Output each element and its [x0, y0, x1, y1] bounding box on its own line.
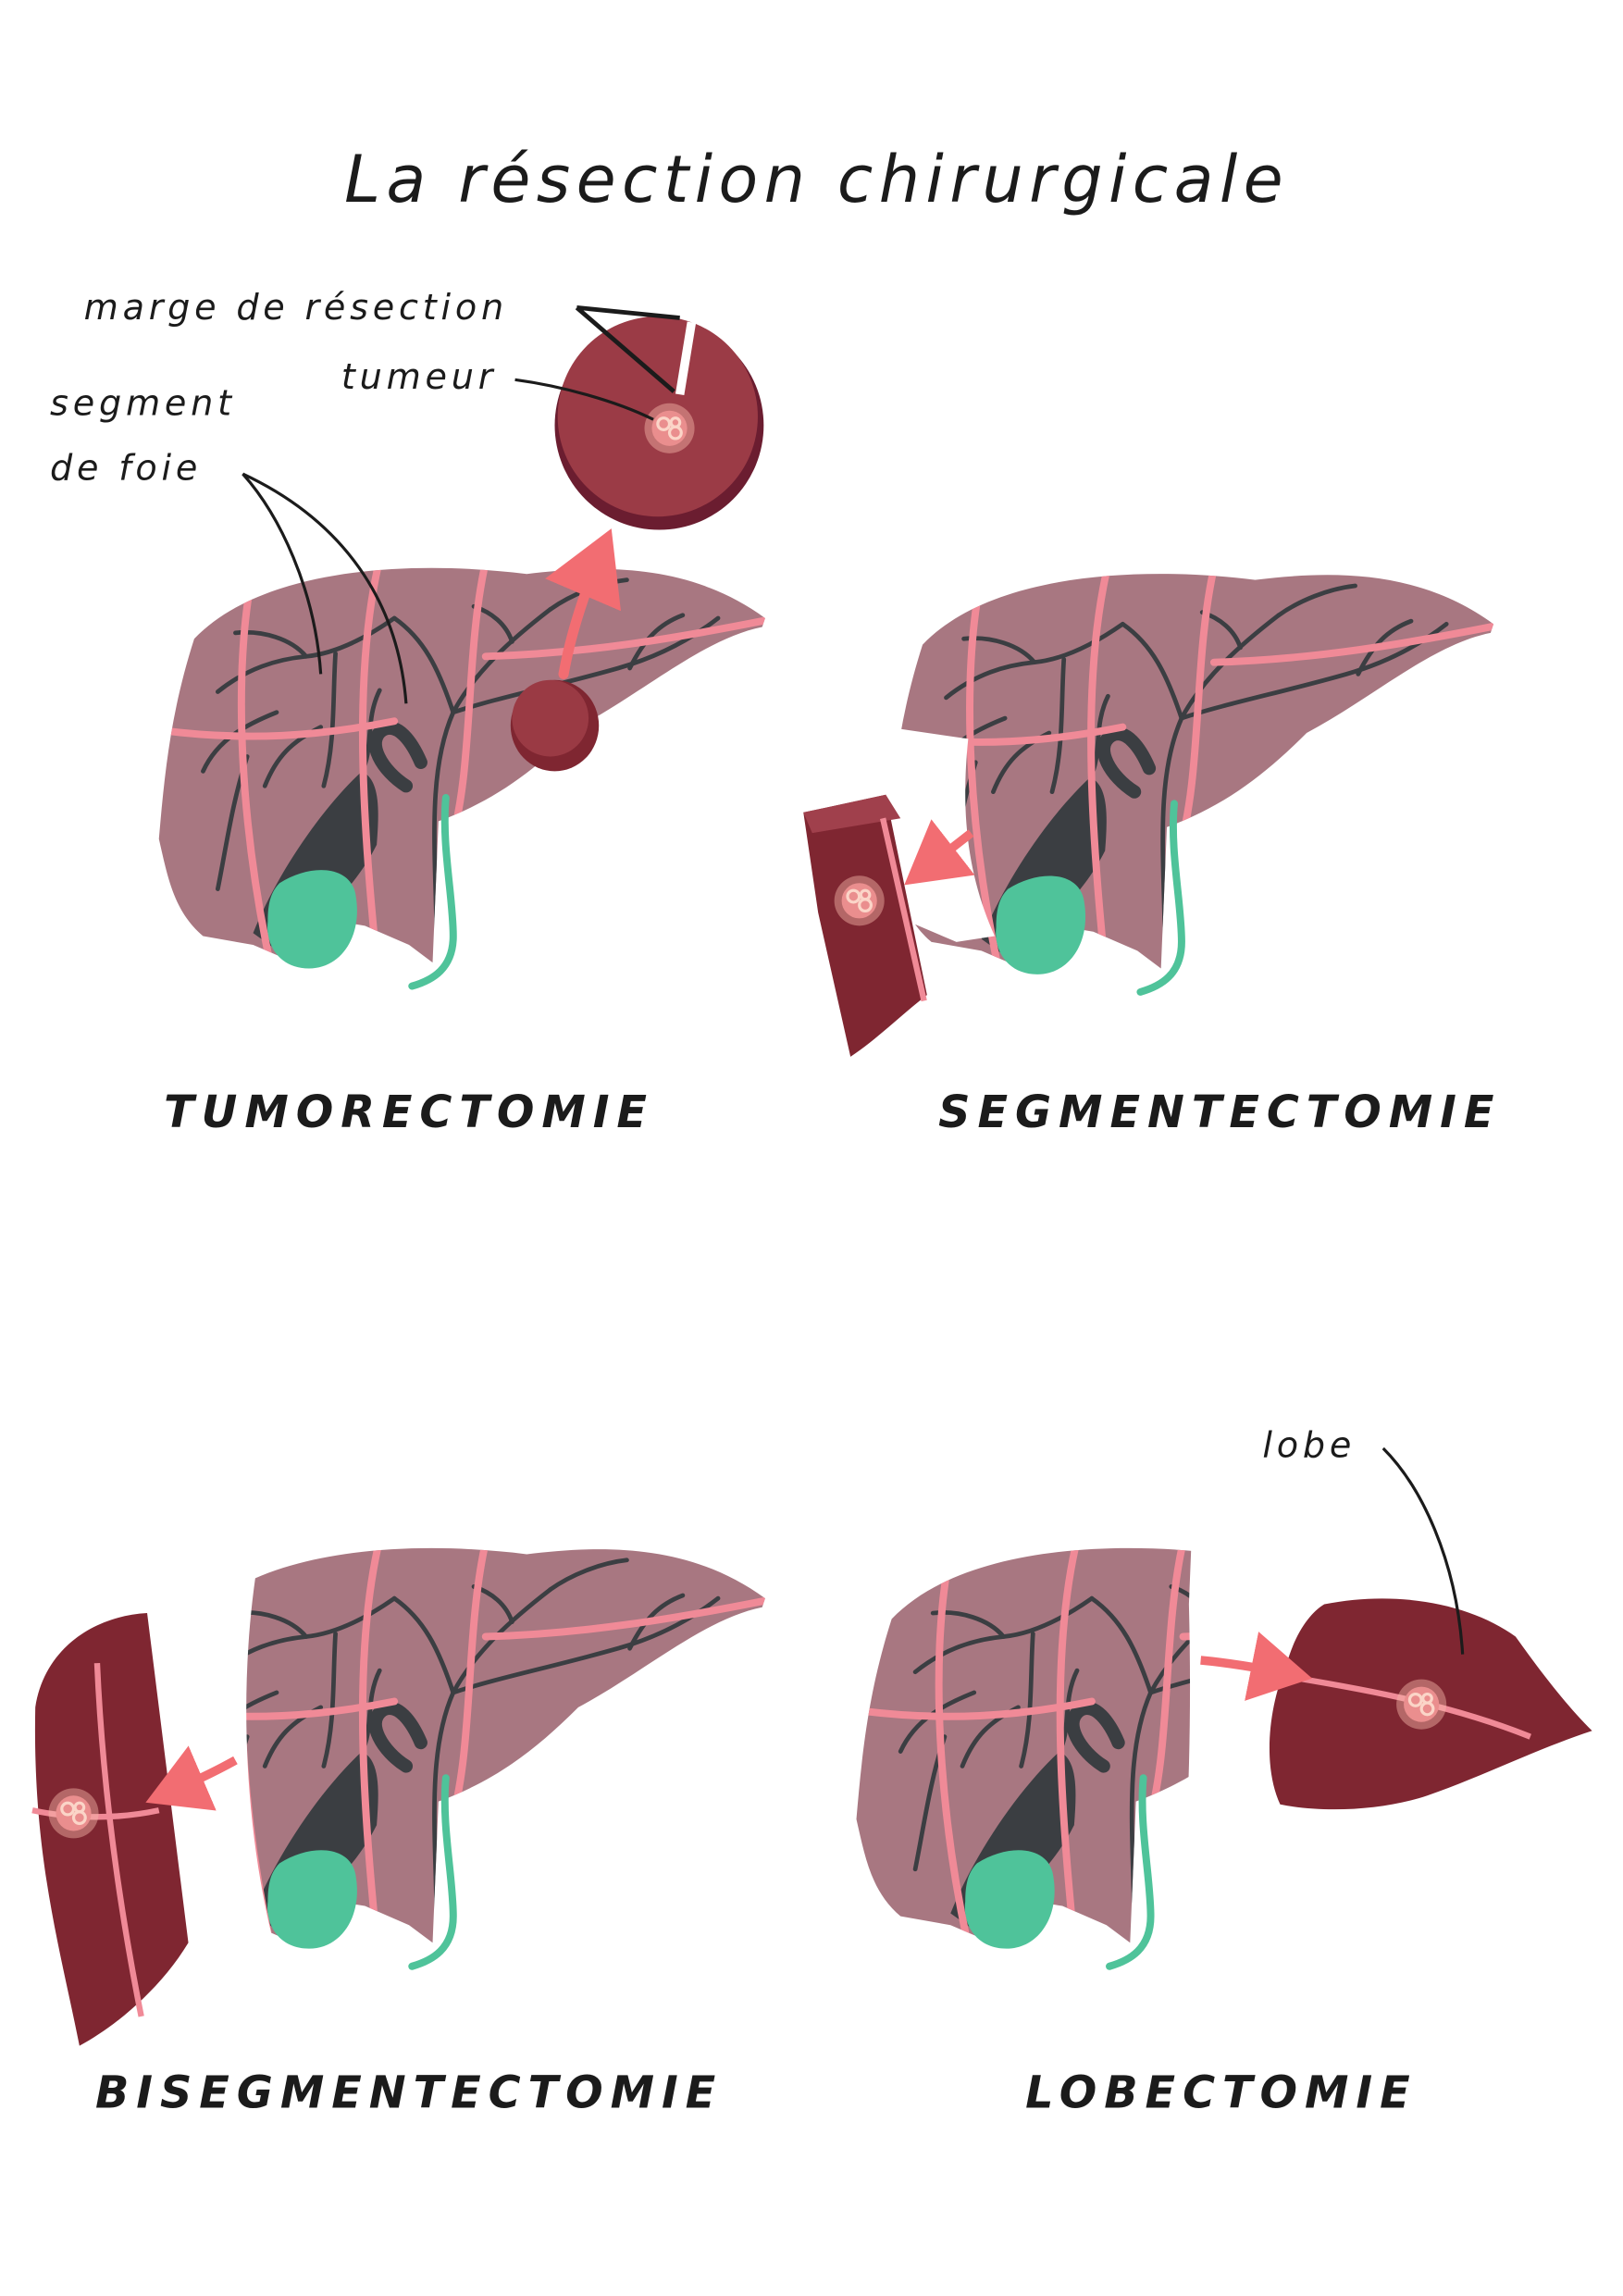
arrow-lobe	[1200, 1632, 1313, 1701]
resected-segment	[803, 794, 927, 1057]
resected-lobe	[1269, 1598, 1592, 1810]
label-segment-1: segment	[50, 382, 236, 423]
caption-tumorectomy: TUMORECTOMIE	[164, 1087, 654, 1138]
leader-tumor	[514, 378, 654, 421]
caption-bisegmentectomy: BISEGMENTECTOMIE	[95, 2067, 723, 2118]
tumor-in-lobe	[1394, 1678, 1448, 1731]
label-lobe: lobe	[1262, 1424, 1356, 1465]
arrow-segment	[904, 819, 975, 886]
panel-tumorectomy: marge de résection tumeur segment de foi…	[50, 287, 777, 1138]
tumor-in-disc	[642, 402, 697, 455]
caption-segmentectomy: SEGMENTECTOMIE	[938, 1087, 1501, 1138]
leader-segment-a	[242, 473, 323, 675]
zoom-disc	[554, 316, 764, 530]
caption-lobectomy: LOBECTOMIE	[1025, 2067, 1417, 2118]
panel-lobectomy: lobe LOBECTOMIE	[857, 1424, 1592, 2118]
label-tumor: tumeur	[341, 356, 497, 397]
margin-gap	[675, 321, 697, 395]
liver-tumorectomy	[159, 559, 777, 992]
leader-margin	[575, 305, 680, 393]
tumor-in-segment	[833, 874, 886, 927]
arrow-to-zoom	[545, 528, 621, 679]
leader-lobe	[1381, 1446, 1465, 1655]
resected-tumor-plug	[510, 679, 600, 772]
panel-segmentectomy: SEGMENTECTOMIE	[803, 565, 1505, 1138]
arrow-bisegment	[145, 1745, 238, 1811]
tumor-in-bisegment	[46, 1786, 101, 1840]
leader-segment-b	[242, 472, 408, 704]
label-segment-2: de foie	[50, 447, 202, 488]
label-margin: marge de résection	[84, 287, 508, 328]
page-title: La résection chirurgicale	[344, 142, 1289, 217]
panel-bisegmentectomy: BISEGMENTECTOMIE	[31, 1540, 777, 2118]
resected-bisegment	[31, 1613, 189, 2046]
